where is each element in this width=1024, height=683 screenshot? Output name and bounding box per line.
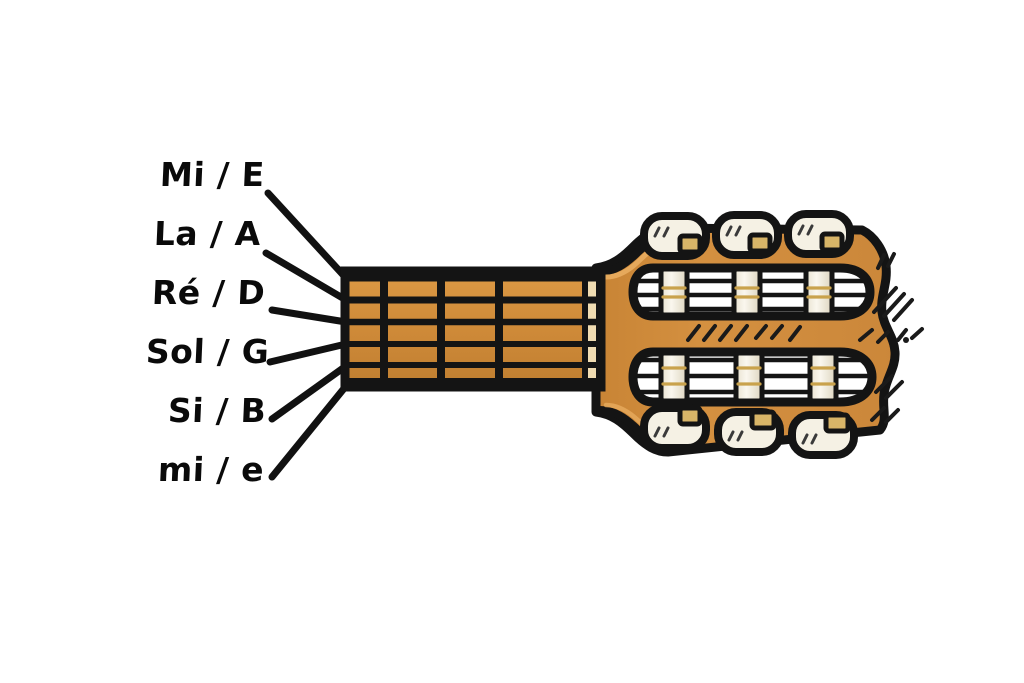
tuner-post-lower-1 xyxy=(658,350,690,404)
leader-line-string-3 xyxy=(268,306,350,326)
tuner-button-bottom-1 xyxy=(640,404,710,452)
leader-line-string-5 xyxy=(268,362,350,423)
headstock-right-grain xyxy=(858,252,924,424)
upper-slot-contents xyxy=(633,266,869,318)
string-label-4: Sol / G xyxy=(145,332,271,371)
tuner-buttons-bottom xyxy=(640,404,858,459)
lower-slot-contents xyxy=(633,350,871,404)
tuner-button-top-1 xyxy=(640,212,710,260)
leader-line-string-2 xyxy=(262,249,350,304)
lower-slot-posts xyxy=(658,350,839,404)
tuner-post-upper-1 xyxy=(658,266,690,318)
string-label-5: Si / B xyxy=(167,391,268,430)
leader-line-string-1 xyxy=(264,189,350,282)
upper-slot-post-rings xyxy=(661,286,832,299)
lower-slot-post-rings xyxy=(661,366,836,386)
tuner-post-upper-3 xyxy=(803,266,835,318)
tuner-button-top-3 xyxy=(784,210,854,258)
tuner-button-bottom-3 xyxy=(788,411,858,459)
tuner-button-top-2 xyxy=(712,211,782,259)
leader-line-string-6 xyxy=(268,382,350,481)
tuner-post-upper-2 xyxy=(731,266,763,318)
string-label-1: Mi / E xyxy=(159,155,266,194)
leader-line-string-4 xyxy=(266,340,350,366)
guitar-nut xyxy=(582,269,602,389)
string-label-2: La / A xyxy=(153,214,262,253)
string-label-3: Ré / D xyxy=(151,273,267,312)
headstock-center-grain xyxy=(686,324,802,342)
tuner-post-lower-2 xyxy=(733,350,765,404)
leader-lines xyxy=(262,189,350,481)
fretboard xyxy=(340,266,606,392)
tuner-button-bottom-2 xyxy=(714,408,784,456)
tuner-buttons-top xyxy=(640,210,854,260)
tuner-post-lower-3 xyxy=(807,350,839,404)
string-label-6: mi / e xyxy=(157,450,265,489)
upper-slot-posts xyxy=(658,266,835,318)
headstock-grain-dot xyxy=(903,337,909,343)
fretboard-strings xyxy=(345,274,601,384)
headstock xyxy=(591,210,924,459)
